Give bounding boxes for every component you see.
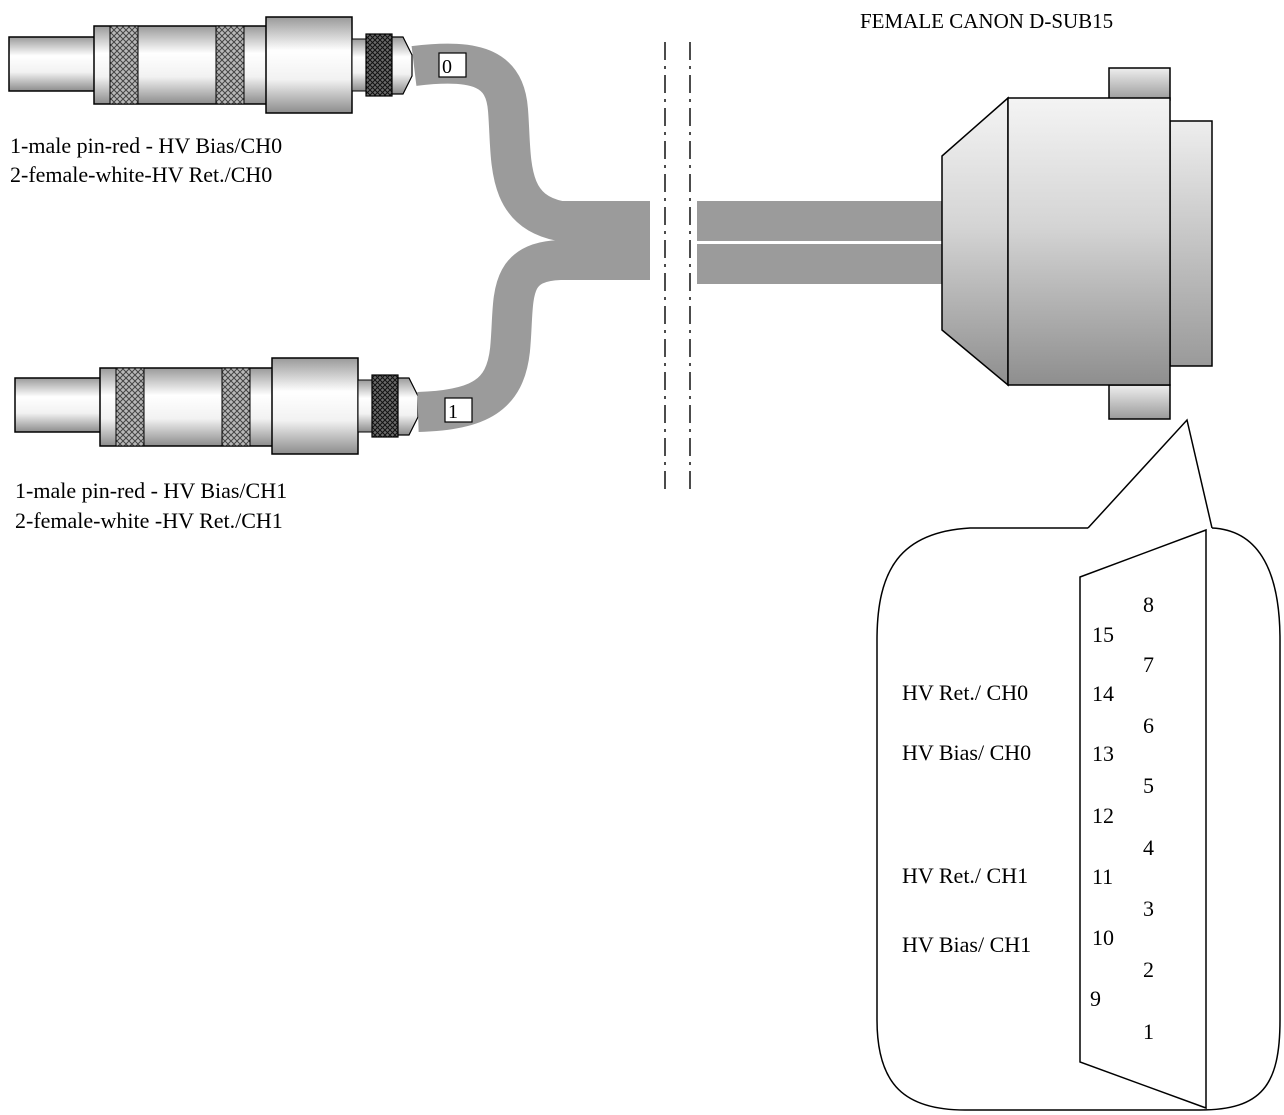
cable-tag-ch0-label: 0 — [442, 56, 452, 78]
pin-numbers: 8 7 6 5 4 3 2 1 15 14 13 12 11 10 9 — [1090, 592, 1154, 1044]
pin-number: 8 — [1143, 592, 1154, 617]
cable-ch0 — [411, 43, 650, 241]
cable-main — [697, 201, 945, 284]
signal-label-pin10: HV Bias/ CH1 — [902, 932, 1031, 957]
cable-tag-ch0: 0 — [438, 52, 467, 78]
signal-label-pin13: HV Bias/ CH0 — [902, 740, 1031, 765]
signal-label-pin14: HV Ret./ CH0 — [902, 680, 1028, 705]
connector-ch0-label-line1: 1-male pin-red - HV Bias/CH0 — [10, 133, 282, 158]
pin-number: 13 — [1092, 741, 1114, 766]
pinout-callout — [876, 418, 1281, 1111]
pin-number: 6 — [1143, 713, 1154, 738]
dsub15-pinout-face — [1079, 528, 1207, 1110]
pin-number: 5 — [1143, 773, 1154, 798]
connector-ch0-label-line2: 2-female-white-HV Ret./CH0 — [10, 162, 272, 187]
lemo-connector-ch1 — [14, 357, 419, 455]
pin-number: 14 — [1092, 681, 1114, 706]
connector-ch1-label-line2: 2-female-white -HV Ret./CH1 — [15, 508, 283, 533]
pin-number: 3 — [1143, 896, 1154, 921]
pin-number: 2 — [1143, 957, 1154, 982]
connector-ch1-label-line1: 1-male pin-red - HV Bias/CH1 — [15, 478, 287, 503]
lemo-connector-ch0 — [8, 16, 413, 114]
pin-number: 10 — [1092, 925, 1114, 950]
signal-label-pin11: HV Ret./ CH1 — [902, 863, 1028, 888]
pin-number: 12 — [1092, 803, 1114, 828]
dsub15-connector — [941, 67, 1213, 420]
pin-signal-labels: HV Ret./ CH0 HV Bias/ CH0 HV Ret./ CH1 H… — [902, 680, 1031, 957]
cable-tag-ch1: 1 — [444, 397, 473, 423]
pin-number: 1 — [1143, 1019, 1154, 1044]
pin-number: 4 — [1143, 835, 1154, 860]
cable-break-marks — [664, 42, 691, 490]
cable-ch1 — [417, 240, 650, 432]
pin-number: 15 — [1092, 622, 1114, 647]
pin-number: 7 — [1143, 652, 1154, 677]
pin-number: 11 — [1092, 864, 1113, 889]
diagram-title: FEMALE CANON D-SUB15 — [860, 9, 1113, 33]
cable-tag-ch1-label: 1 — [448, 401, 458, 423]
pin-number: 9 — [1090, 986, 1101, 1011]
